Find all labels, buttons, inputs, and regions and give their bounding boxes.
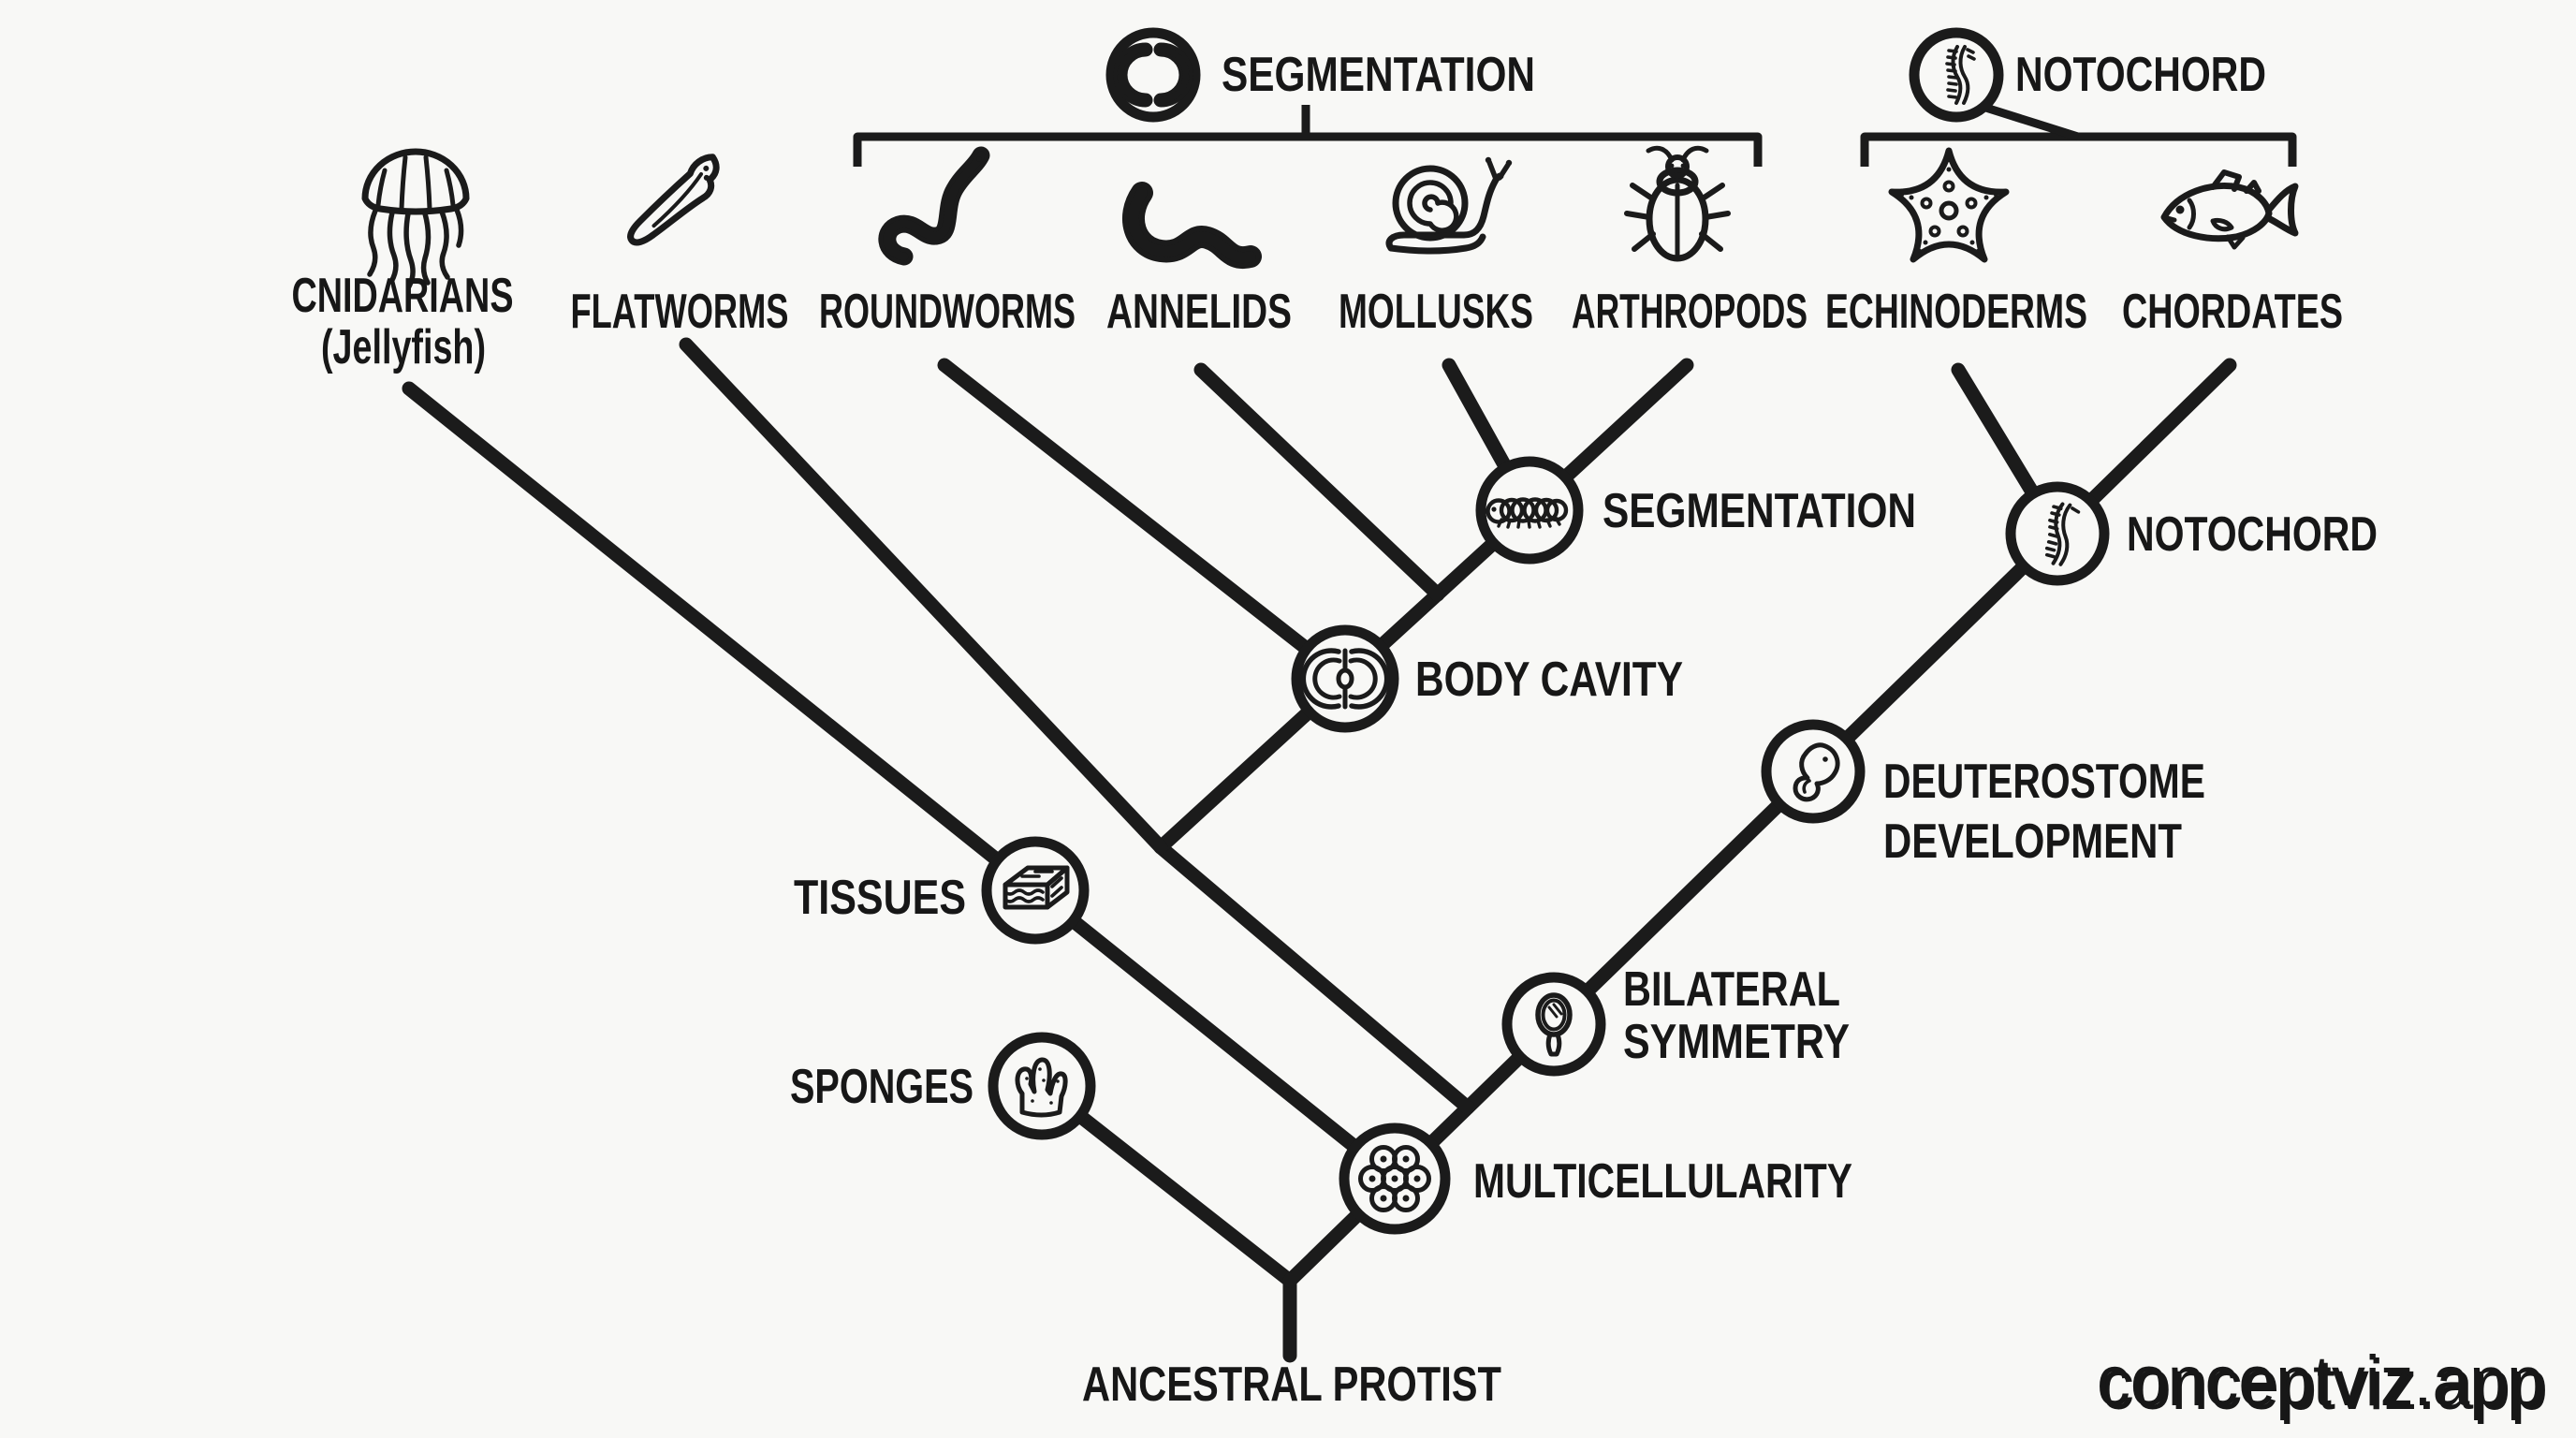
mollusks-label: MOLLUSKS [1339,285,1533,339]
notochord-node-label: NOTOCHORD [2127,507,2378,562]
watermark-shadow-text: conceptviz.app [2100,1345,2548,1425]
deuterostome-node [1761,719,1866,824]
segmented-ring-icon [1105,27,1201,123]
tissues-node [981,836,1090,945]
taxa-labels: CNIDARIANS (Jellyfish) FLATWORMS ROUNDWO… [292,269,2344,374]
hand-mirror-icon [1535,992,1573,1057]
body-cavity-rings-icon [1300,648,1390,710]
notochord-node [2005,481,2110,586]
sponges-node [988,1032,1096,1140]
root-label: ANCESTRAL PROTIST [1082,1357,1501,1412]
cnidarians-sublabel: (Jellyfish) [321,320,486,374]
segmented-worm-icon [1122,182,1262,270]
arthropods-label: ARTHROPODS [1572,285,1808,339]
branch-to-roundworms [937,358,1353,686]
segmentation-header-label: SEGMENTATION [1222,48,1535,102]
flatworm-icon [627,154,720,246]
jellyfish-icon [361,148,470,289]
bilateral-label-line1: BILATERAL [1623,962,1840,1017]
tissue-layers-icon [1003,865,1070,910]
branch-protostome-stem [1153,840,1475,1115]
sponge-icon [1015,1057,1068,1118]
notochord-bracket [1860,100,2297,167]
bilateral-label-line2: SYMMETRY [1623,1015,1850,1069]
branch-to-flatworms [679,337,1168,855]
multicellularity-node [1339,1123,1451,1235]
roundworms-label: ROUNDWORMS [819,285,1076,339]
echinoderms-label: ECHINODERMS [1825,285,2087,339]
roundworm-icon [878,146,990,266]
multicellularity-label: MULTICELLULARITY [1473,1154,1852,1209]
embryo-icon [1793,742,1840,802]
cnidarians-label: CNIDARIANS [292,269,514,323]
beetle-icon [1624,145,1731,262]
spine-icon [2044,502,2081,566]
fish-icon [2160,169,2299,250]
tissues-label: TISSUES [794,871,966,925]
flatworms-label: FLATWORMS [571,285,789,339]
snail-icon [1385,156,1513,255]
body-cavity-label: BODY CAVITY [1415,653,1683,707]
segmentation-bracket [853,105,1763,167]
bilateral-symmetry-node [1501,972,1606,1077]
branch-to-annelids [1193,362,1445,602]
caterpillar-icon [1486,497,1569,529]
watermark: conceptviz.app conceptviz.app [2097,1342,2548,1425]
sponges-label: SPONGES [790,1060,973,1114]
deuterostome-label-line1: DEUTEROSTOME [1883,755,2205,809]
cell-cluster-icon [1358,1145,1431,1212]
spine-icon [1909,27,2004,123]
branch-to-cnidarians [402,381,1402,1186]
segmentation-node [1475,456,1584,565]
chordates-label: CHORDATES [2122,285,2343,339]
segmentation-node-label: SEGMENTATION [1603,484,1916,538]
body-cavity-node [1291,624,1399,733]
trait-labels: SEGMENTATION NOTOCHORD BODY CAVITY DEUTE… [790,484,2378,1412]
watermark-text: conceptviz.app [2097,1342,2544,1421]
notochord-header-label: NOTOCHORD [2015,48,2266,102]
starfish-icon [1888,147,2010,263]
deuterostome-label-line2: DEVELOPMENT [1883,814,2182,869]
annelids-label: ANNELIDS [1106,285,1292,339]
